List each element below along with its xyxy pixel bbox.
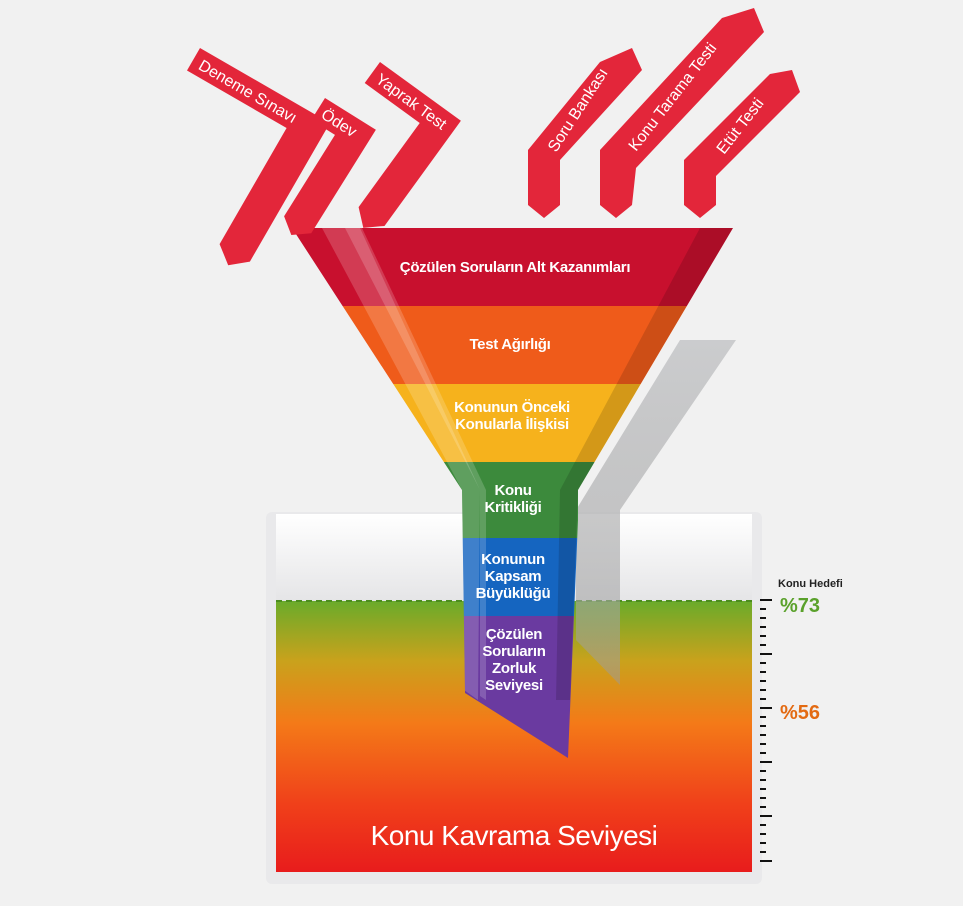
layer-label-kapsam-buyuklugu: Konunun Kapsam Büyüklüğü [475,551,551,602]
level-ruler [760,599,772,862]
layer-label-test-agirligi: Test Ağırlığı [469,336,551,353]
current-level-value: %56 [780,702,821,724]
goal-target-value: %73 [780,595,821,617]
layer-label-alt-kazanimlar: Çözülen Soruların Alt Kazanımları [399,259,631,276]
layer-label-onceki-konular: Konunun Önceki Konularla İlişkisi [454,399,570,433]
funnel-shadow [576,340,736,685]
layer-label-zorluk-seviyesi: Çözülen Soruların Zorluk Seviyesi [482,626,546,694]
layer-label-konu-kritikligi: Konu Kritikliği [484,482,542,516]
arrow-text-4: Konu Tarama Testi [626,40,721,154]
goal-label: Konu Hedefi [778,578,843,590]
container-title: Konu Kavrama Seviyesi [370,820,658,851]
